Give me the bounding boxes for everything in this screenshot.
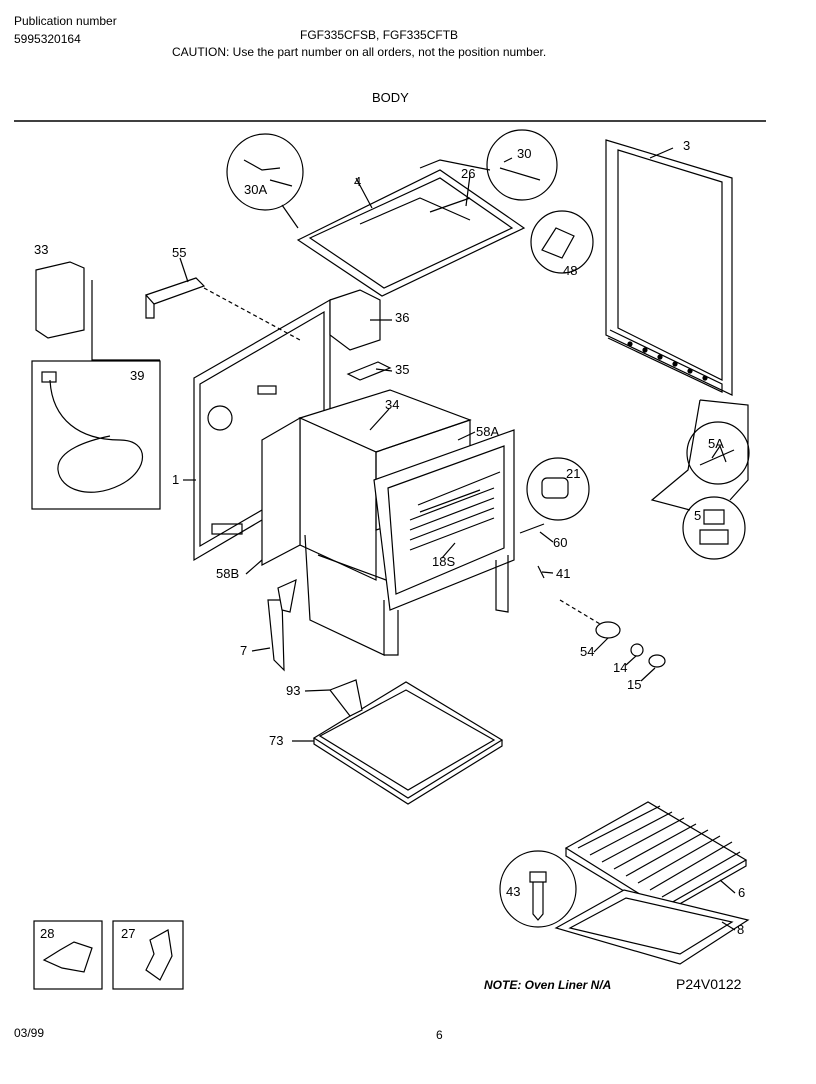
part-label: 73 [269,733,283,748]
caution-text: CAUTION: Use the part number on all orde… [172,45,547,59]
publication-label: Publication number [14,14,117,28]
publication-number: 5995320164 [14,32,81,46]
bracket-33-drawing [35,261,85,339]
top-panel-drawing [296,169,526,297]
part-label: 43 [506,884,520,899]
part-label: 58A [476,424,499,439]
part-label: 30A [244,182,267,197]
callout-5a-circle [686,421,750,485]
page-number: 6 [436,1028,443,1042]
part-label: 34 [385,397,399,412]
part-label: 21 [566,466,580,481]
part-label: 41 [556,566,570,581]
bracket-55-drawing [144,277,206,305]
model-numbers: FGF335CFSB, FGF335CFTB [300,28,459,42]
part-label: 15 [627,677,641,692]
part-labels: 1 3 4 5 5A 6 7 8 14 15 18S 21 26 27 28 3… [34,138,745,941]
part-label: 54 [580,644,594,659]
callout-48-circle [530,210,594,274]
oven-liner-note: NOTE: Oven Liner N/A [484,978,612,992]
section-title: BODY [372,90,409,105]
part-label: 39 [130,368,144,383]
part-label: 7 [240,643,247,658]
revision-date: 03/99 [14,1026,45,1040]
part-label: 3 [683,138,690,153]
part-label: 93 [286,683,300,698]
part-label: 30 [517,146,531,161]
part-label: 35 [395,362,409,377]
figure-code: P24V0122 [676,976,742,992]
part-label: 18S [432,554,455,569]
part-label: 6 [738,885,745,900]
inset-28-box [33,920,103,990]
callout-21-circle [526,457,590,521]
callout-5-circle [682,496,746,560]
part-label: 4 [354,174,361,189]
part-label: 26 [461,166,475,181]
part-label: 27 [121,926,135,941]
part-label: 60 [553,535,567,550]
part-label: 33 [34,242,48,257]
part-label: 58B [216,566,239,581]
part-label: 5A [708,436,724,451]
part-label: 1 [172,472,179,487]
part-label: 48 [563,263,577,278]
part-label: 28 [40,926,54,941]
part-label: 36 [395,310,409,325]
duct-drawing [329,289,381,351]
part-label: 8 [737,922,744,937]
door-frame-drawing [605,139,733,396]
part-label: 55 [172,245,186,260]
liner-drawing [554,889,750,965]
oven-body-drawing [261,389,515,656]
wire-harness-box [31,360,161,510]
callout-30a-circle [226,133,304,211]
part-label: 5 [694,508,701,523]
callout-43-circle [499,850,577,928]
part-label: 14 [613,660,627,675]
callout-30-circle [486,129,558,201]
